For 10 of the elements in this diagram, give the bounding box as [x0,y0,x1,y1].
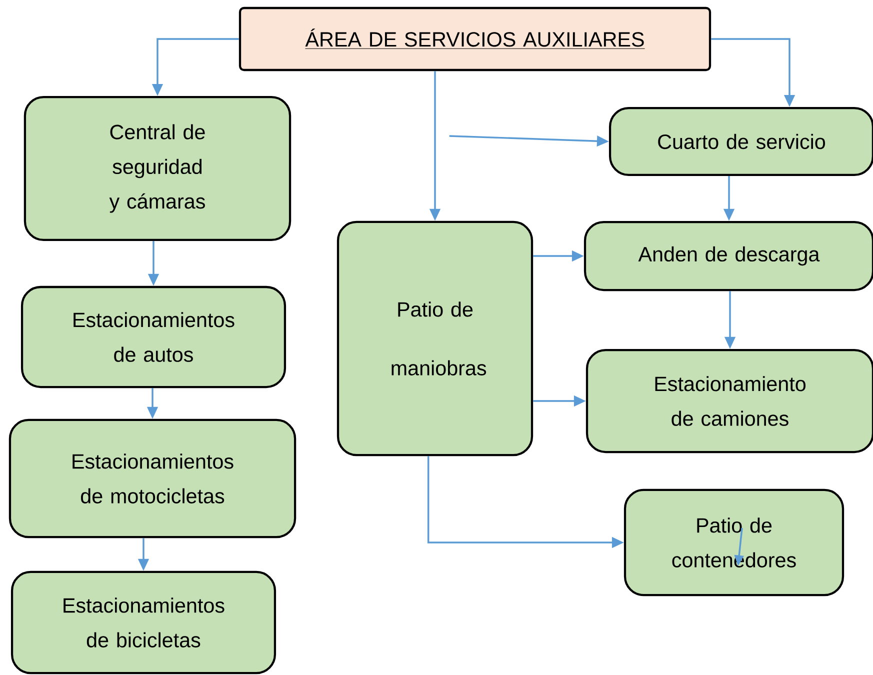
process-box: Estacionamientos de bicicletas [10,570,276,674]
process-box: Estacionamientos de autos [20,286,286,388]
title-box: ÁREA DE SERVICIOS AUXILIARES [238,6,712,72]
process-box: Cuarto de servicio [608,106,873,176]
process-box: Estacionamientos de motocicletas [8,418,296,538]
process-box: Anden de descarga [584,220,873,292]
process-box: Estacionamiento de camiones [586,348,873,454]
process-box: Patio de contenedores [624,488,844,596]
process-box: Patio de maniobras [336,220,534,456]
process-box: Central de seguridad y cámaras [24,96,292,242]
